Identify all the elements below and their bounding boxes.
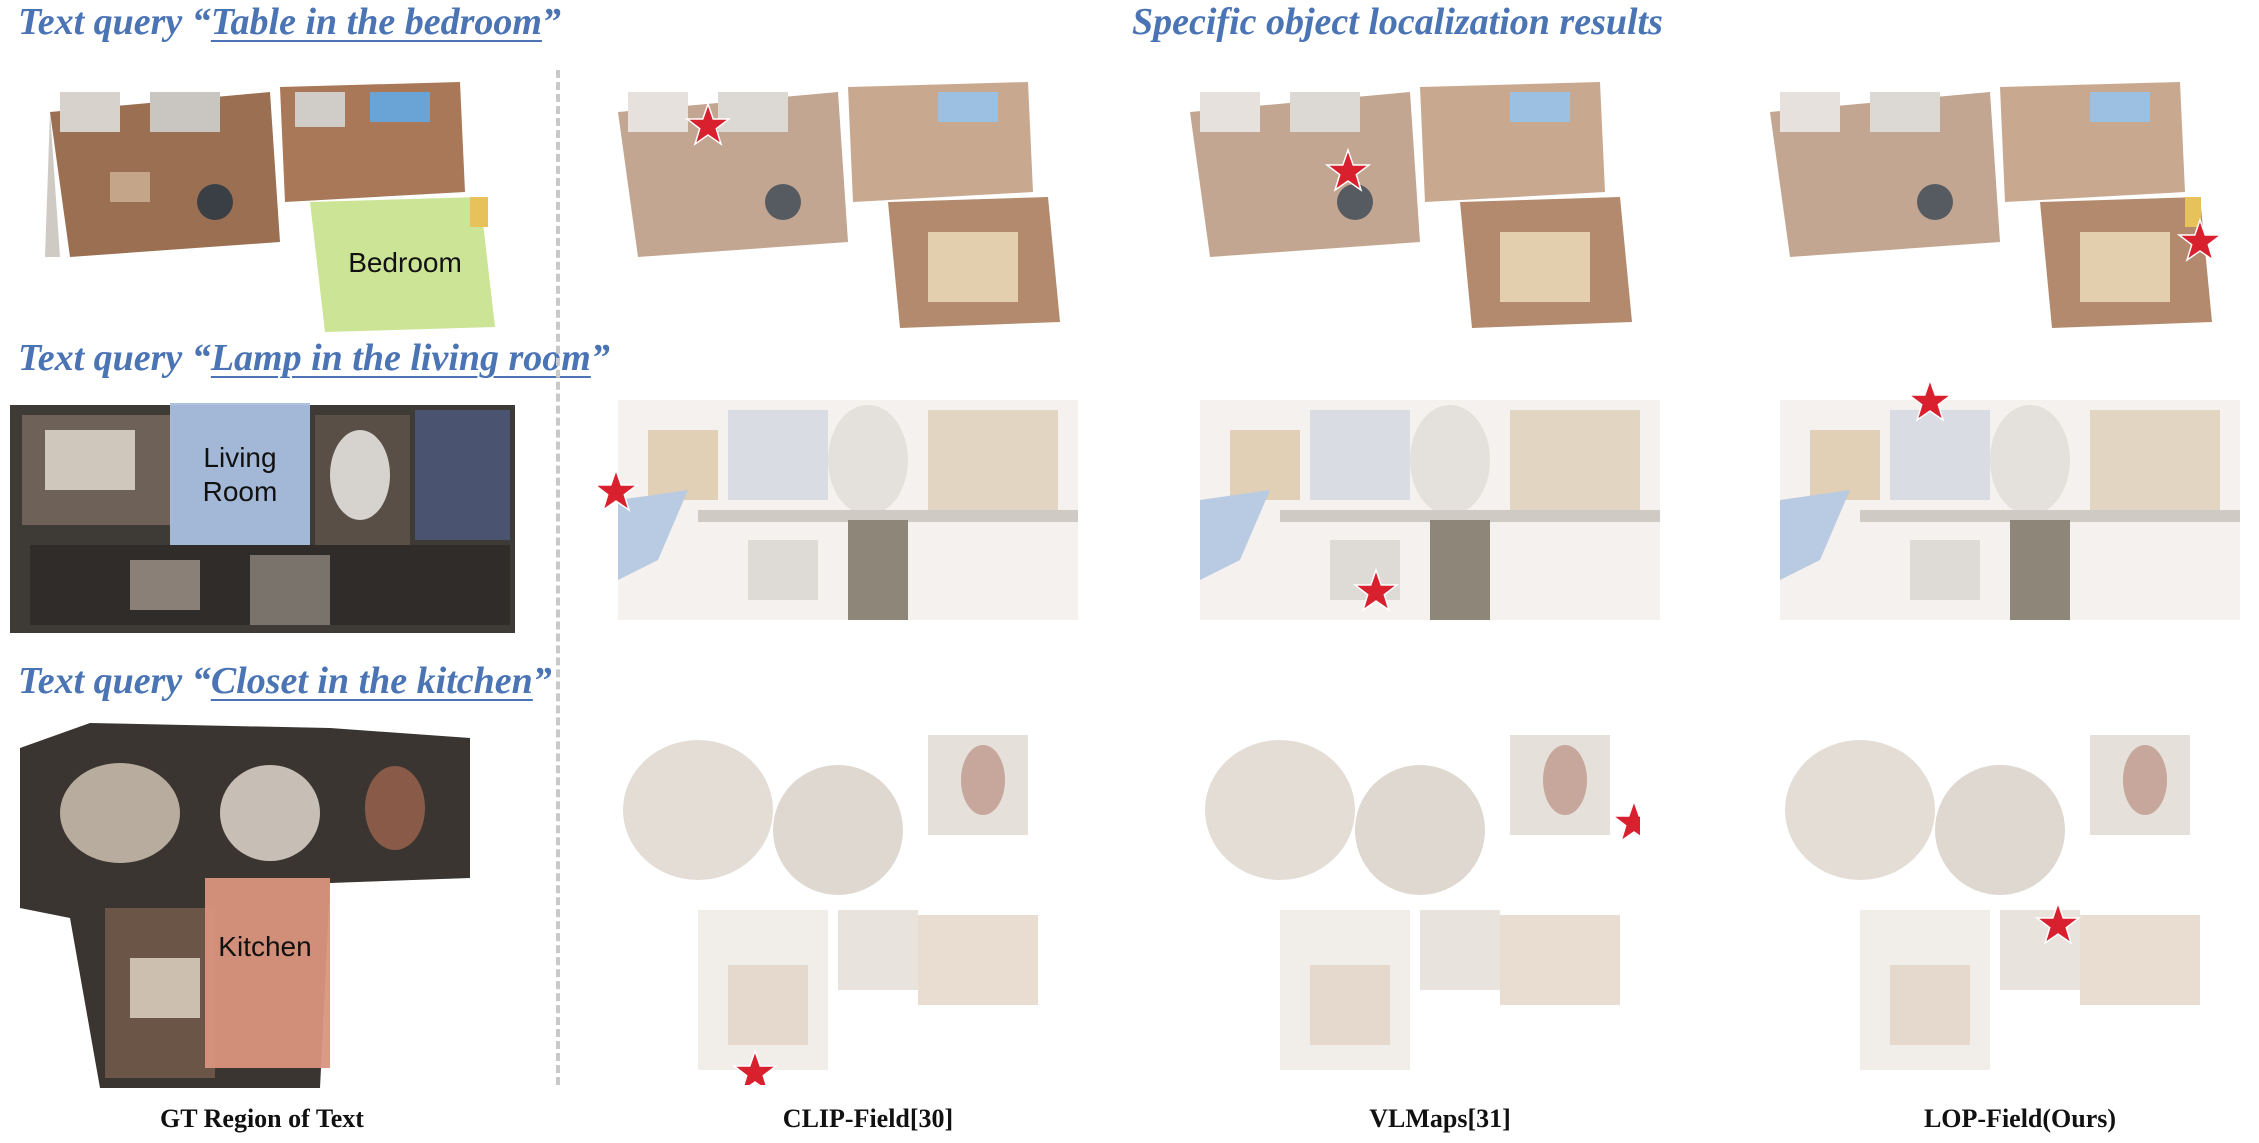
vlmaps-panel-kitchen bbox=[1180, 715, 1640, 1085]
gt-panel-living-room: Living Room bbox=[10, 395, 520, 640]
bedroom-region-label: Bedroom bbox=[348, 247, 462, 278]
query-2-prefix: Text query “ bbox=[18, 337, 211, 379]
lop-result-star-row2 bbox=[1906, 380, 1954, 422]
lop-result-star-row1 bbox=[2176, 217, 2224, 262]
clip-result-star-row2 bbox=[598, 467, 640, 512]
clip-panel-living-room bbox=[598, 380, 1098, 640]
gt-panel-kitchen: Kitchen bbox=[10, 718, 480, 1088]
vlmaps-result-star-row3 bbox=[1610, 798, 1640, 843]
lop-result-star-row3 bbox=[2034, 900, 2082, 945]
lop-panel-bedroom bbox=[1760, 72, 2240, 332]
vlmaps-panel-bedroom bbox=[1180, 72, 1660, 332]
query-1-label: Text query “Table in the bedroom” bbox=[18, 0, 561, 44]
kitchen-region bbox=[205, 878, 330, 1068]
gt-panel-bedroom: Bedroom bbox=[40, 72, 520, 332]
query-1-phrase: Table in the bedroom bbox=[210, 1, 542, 43]
vlmaps-panel-living-room bbox=[1180, 380, 1680, 640]
kitchen-region-label: Kitchen bbox=[218, 931, 311, 962]
living-region-label-line2: Room bbox=[203, 476, 278, 507]
query-2-phrase: Lamp in the living room bbox=[210, 337, 591, 379]
column-divider bbox=[556, 70, 560, 1085]
results-heading: Specific object localization results bbox=[1132, 1, 1663, 43]
clip-result-star-row1 bbox=[684, 101, 732, 146]
living-room-region bbox=[170, 403, 310, 553]
bedroom-region bbox=[310, 197, 495, 332]
caption-vlmaps: VLMaps[31] bbox=[1369, 1104, 1511, 1133]
query-1-suffix: ” bbox=[541, 1, 561, 43]
caption-gt: GT Region of Text bbox=[160, 1104, 364, 1133]
query-2-suffix: ” bbox=[590, 337, 610, 379]
vlmaps-result-star-row2 bbox=[1352, 567, 1400, 612]
query-2-label: Text query “Lamp in the living room” bbox=[18, 336, 610, 380]
query-3-phrase: Closet in the kitchen bbox=[210, 660, 533, 702]
query-1-prefix: Text query “ bbox=[18, 1, 211, 43]
living-region-label-line1: Living bbox=[203, 442, 276, 473]
vlmaps-result-star-row1 bbox=[1324, 147, 1372, 192]
lop-panel-kitchen bbox=[1760, 715, 2220, 1085]
clip-result-star-row3 bbox=[731, 1048, 779, 1085]
query-3-suffix: ” bbox=[532, 660, 552, 702]
caption-lop-field: LOP-Field(Ours) bbox=[1923, 1104, 2117, 1133]
query-3-label: Text query “Closet in the kitchen” bbox=[18, 659, 552, 703]
caption-clip-field: CLIP-Field[30] bbox=[782, 1104, 954, 1133]
clip-panel-kitchen bbox=[598, 715, 1058, 1085]
query-3-prefix: Text query “ bbox=[18, 660, 211, 702]
lop-panel-living-room bbox=[1760, 380, 2259, 640]
clip-panel-bedroom bbox=[608, 72, 1088, 332]
